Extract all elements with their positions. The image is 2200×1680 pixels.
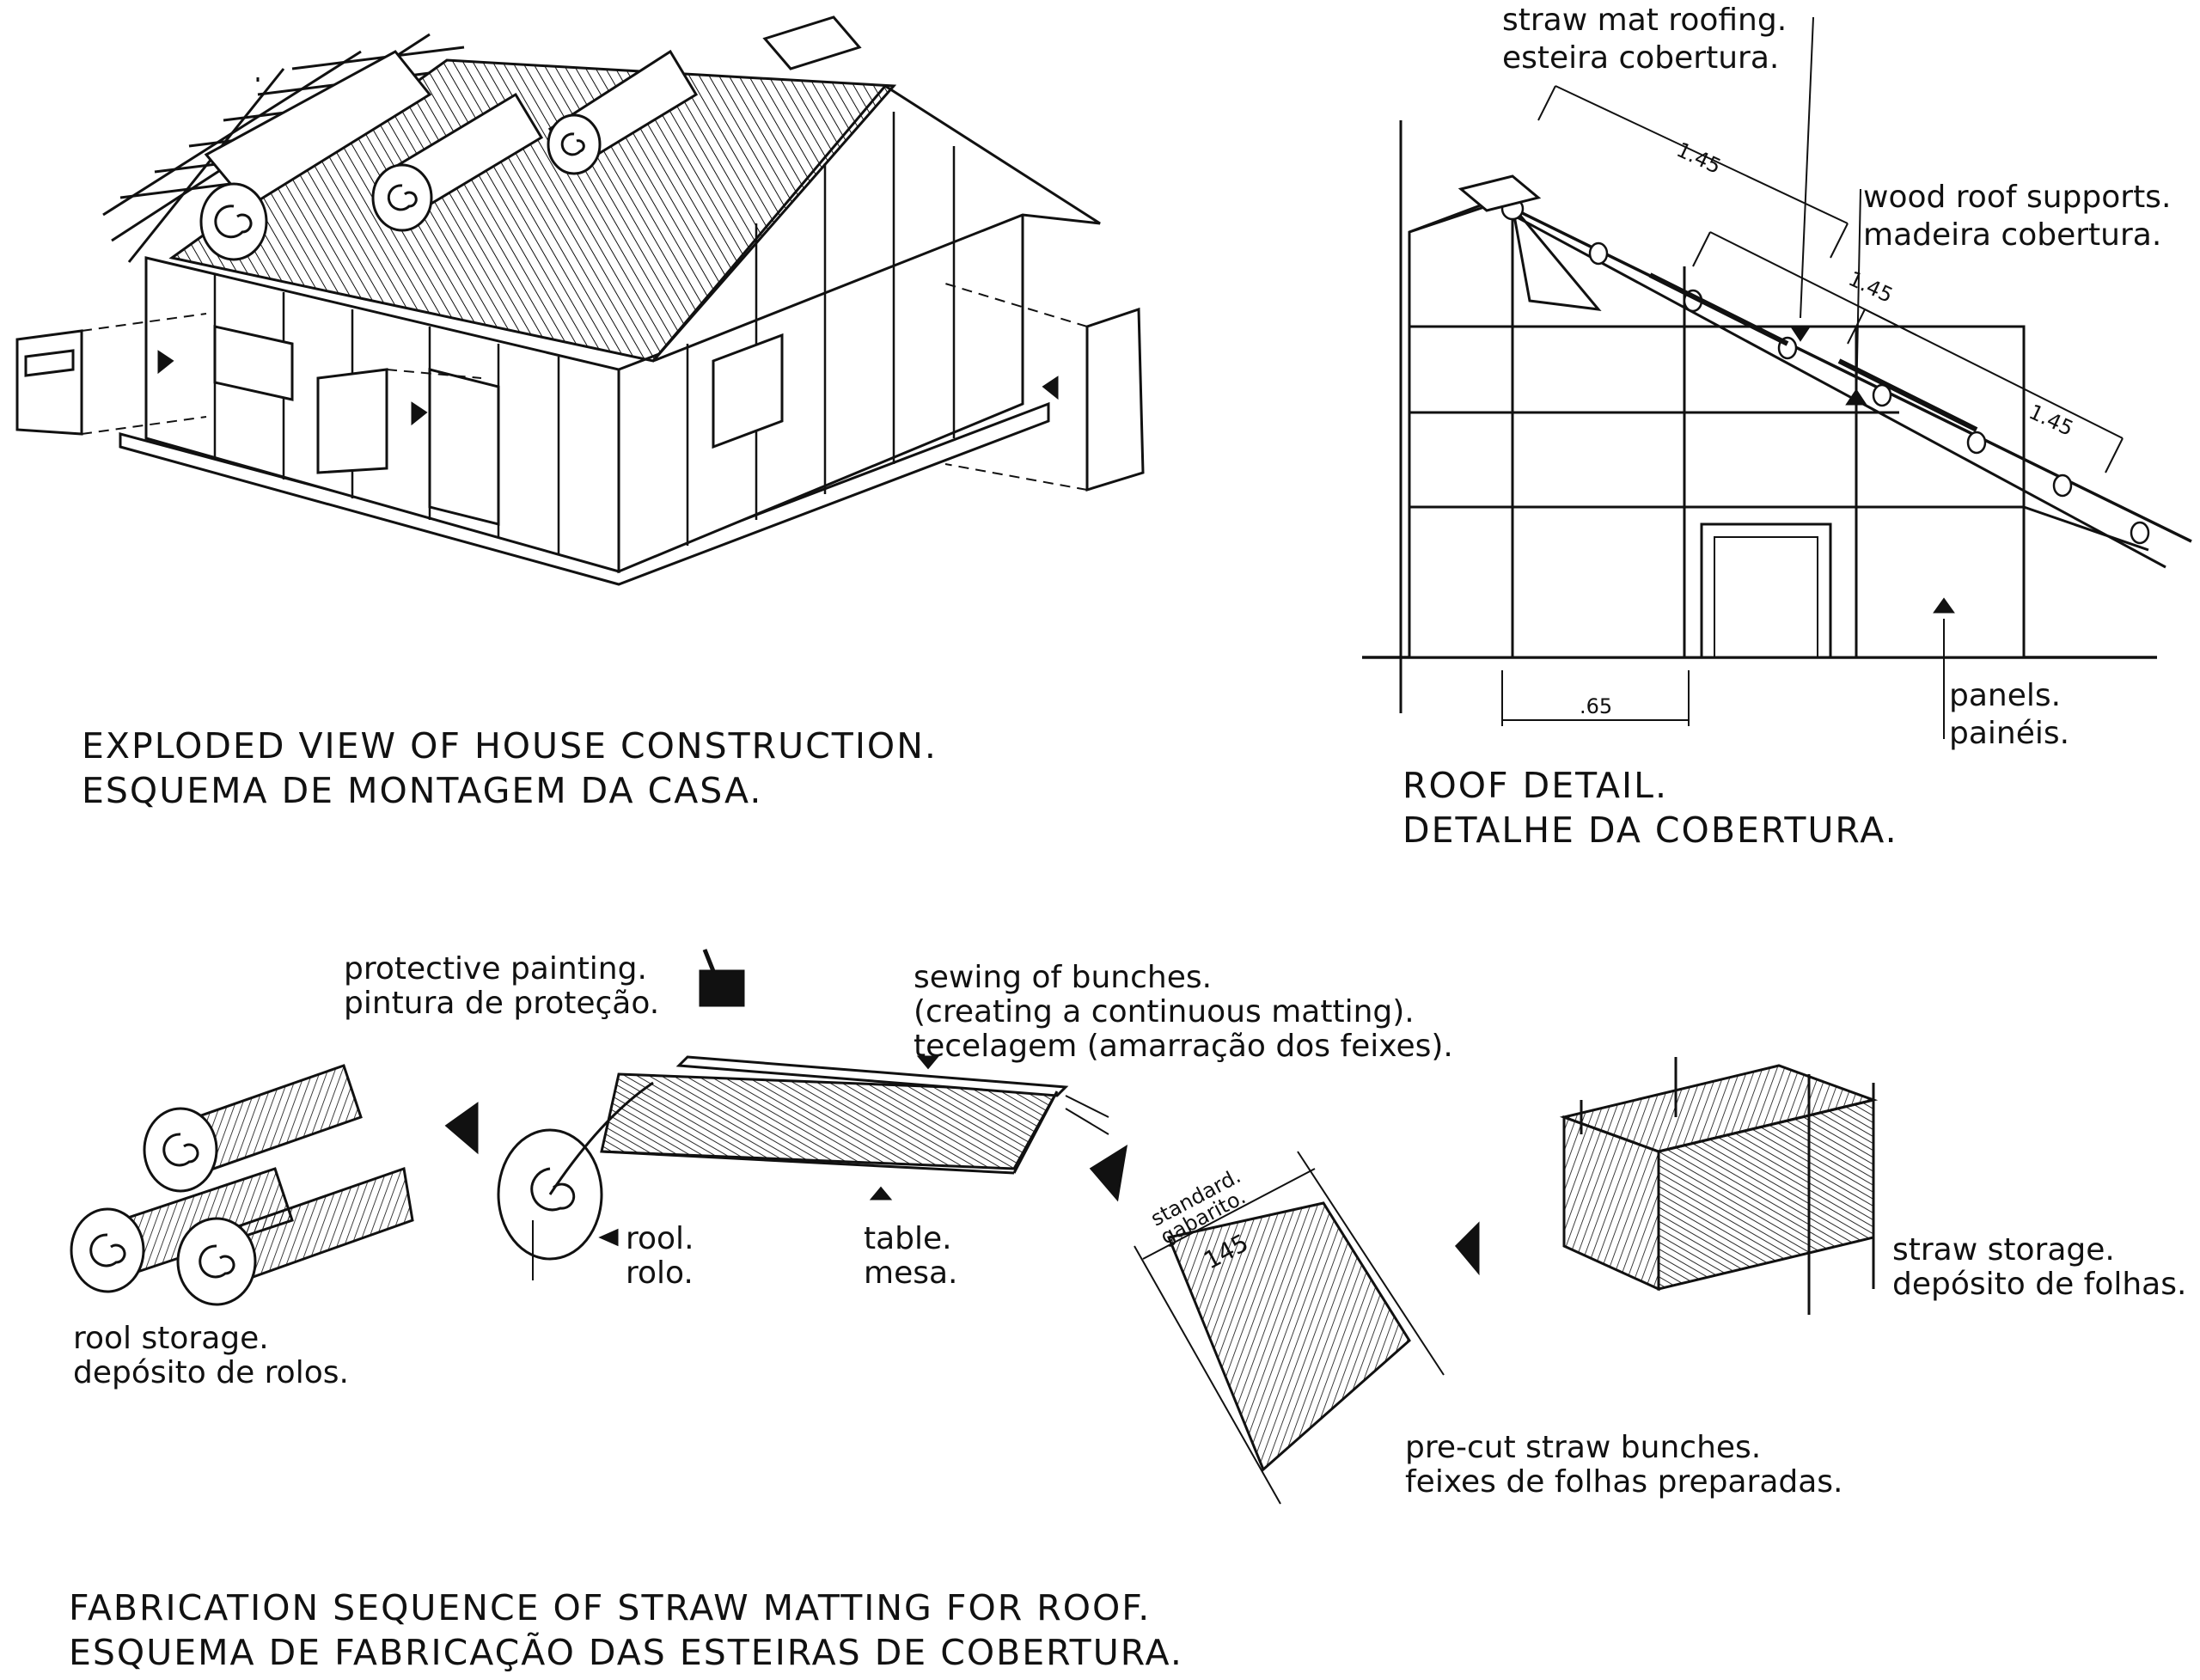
arrow-icon [1933,597,1955,614]
matting-table [497,1055,1109,1280]
label-wood-supports-en: wood roof supports. [1863,180,2172,215]
roof-detail-caption-pt: DETALHE DA COBERTURA. [1402,809,1898,851]
door [1700,522,1832,659]
arrow-icon [1042,376,1059,400]
label-sewing-mid: (creating a continuous matting). [914,994,1415,1029]
label-roll-storage-pt: depósito de rolos. [73,1355,349,1390]
detached-panel-left [15,329,83,436]
label-straw-mat: straw mat roofing. esteira cobertura. [1502,2,1787,77]
ridge-cap [762,15,862,70]
roll-storage-stack [70,1064,414,1306]
label-wood-supports: wood roof supports. madeira cobertura. [1863,179,2171,254]
fabrication-caption-pt: ESQUEMA DE FABRICAÇÃO DAS ESTEIRAS DE CO… [69,1632,1183,1673]
label-panels: panels. painéis. [1949,677,2069,753]
rolled-mats [199,49,699,261]
label-wood-supports-pt: madeira cobertura. [1863,217,2162,253]
house-caption-en: EXPLODED VIEW OF HOUSE CONSTRUCTION. [82,725,938,767]
arrow-icon [869,1186,893,1200]
label-straw-storage-pt: depósito de folhas. [1892,1267,2187,1302]
label-panels-pt: painéis. [1949,716,2070,751]
label-straw-storage-en: straw storage. [1892,1232,2115,1268]
house-caption: EXPLODED VIEW OF HOUSE CONSTRUCTION. ESQ… [82,724,938,813]
fabrication-caption-en: FABRICATION SEQUENCE OF STRAW MATTING FO… [69,1587,1152,1628]
label-roll-pt: rolo. [626,1255,694,1291]
label-roll: rool. rolo. [626,1222,694,1291]
roof-support-logs [1500,197,2150,545]
label-bunches-en: pre-cut straw bunches. [1405,1430,1762,1465]
label-panels-en: panels. [1949,678,2062,713]
label-straw-mat-pt: esteira cobertura. [1502,40,1780,76]
arrow-icon [1845,388,1867,406]
dim-label-base: .65 [1580,694,1613,718]
label-roll-storage: rool storage. depósito de rolos. [73,1322,349,1390]
label-roll-storage-en: rool storage. [73,1321,269,1356]
label-straw-bunches: pre-cut straw bunches. feixes de folhas … [1405,1431,1842,1500]
label-sewing: sewing of bunches. (creating a continuou… [914,961,1453,1064]
label-painting-en: protective painting. [344,951,647,987]
label-straw-storage: straw storage. depósito de folhas. [1892,1233,2186,1302]
detached-panel-front [316,368,388,474]
dimension-lines [1501,85,2124,726]
arrow-icon [411,401,428,426]
roof-detail-caption: ROOF DETAIL. DETALHE DA COBERTURA. [1402,763,1898,852]
arrow-icon [444,1102,479,1155]
label-sewing-en: sewing of bunches. [914,960,1213,995]
arrow-icon [916,1055,940,1070]
arrow-icon [1454,1221,1480,1276]
front-window-opening [213,325,294,401]
arrow-icon [1089,1144,1128,1202]
roof-detail-caption-en: ROOF DETAIL. [1402,765,1668,806]
label-table: table. mesa. [864,1222,957,1291]
house-exploded-view [15,15,1145,586]
house-caption-pt: ESQUEMA DE MONTAGEM DA CASA. [82,770,763,811]
label-straw-mat-en: straw mat roofing. [1502,3,1788,38]
arrow-icon [157,350,174,375]
arrow-icon [1789,325,1812,342]
label-table-pt: mesa. [864,1255,958,1291]
label-protective-painting: protective painting. pintura de proteção… [344,952,659,1021]
straw-bunches [1134,1151,1445,1505]
house-base [119,401,1050,586]
fabrication-caption: FABRICATION SEQUENCE OF STRAW MATTING FO… [69,1585,1183,1675]
label-table-en: table. [864,1221,952,1256]
label-sewing-pt: tecelagem (amarração dos feixes). [914,1029,1453,1064]
label-painting-pt: pintura de proteção. [344,986,660,1021]
roof-detail-drawing [1362,16,2192,739]
front-door-opening [428,368,500,526]
fabrication-drawing [70,949,1879,1505]
paint-brush-icon [699,949,745,1007]
arrow-icon [598,1228,619,1247]
detached-panel-right [1085,307,1145,492]
side-window [712,333,784,449]
straw-storage-block [1559,1057,1879,1315]
label-bunches-pt: feixes de folhas preparadas. [1405,1464,1843,1500]
label-roll-en: rool. [626,1221,694,1256]
